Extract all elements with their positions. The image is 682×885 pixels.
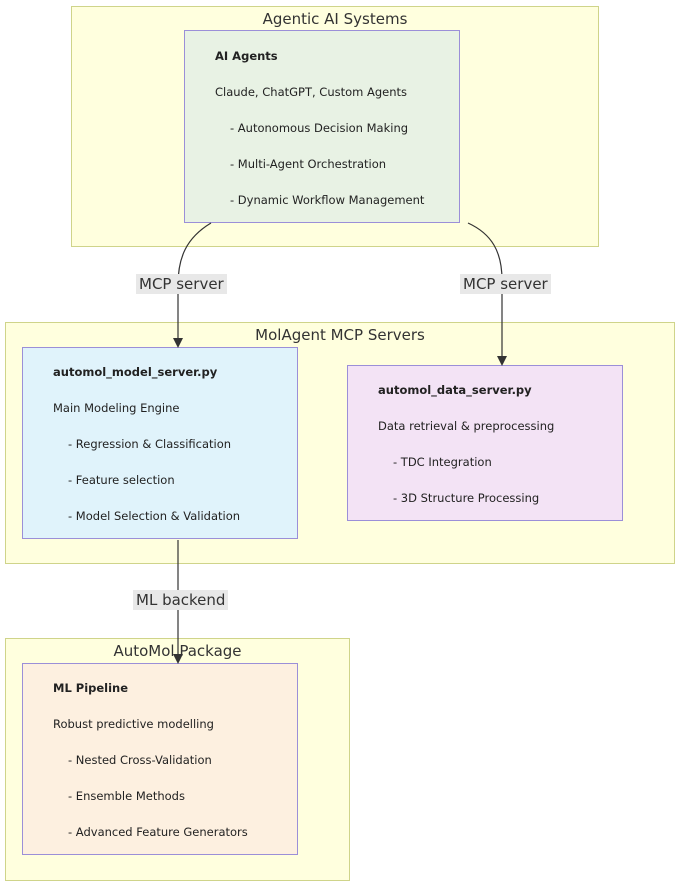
edge-label-ml-backend: ML backend — [133, 590, 229, 610]
node-item: - Nested Cross-Validation — [68, 753, 212, 767]
cluster-title-automol: AutoMol Package — [113, 642, 242, 660]
node-ml-pipeline: ML Pipeline Robust predictive modelling … — [22, 663, 298, 855]
edge-label-mcp-server-right: MCP server — [460, 274, 551, 294]
node-title: ML Pipeline — [53, 681, 129, 695]
node-subtitle: Robust predictive modelling — [53, 717, 214, 731]
node-automol-model-server: automol_model_server.py Main Modeling En… — [22, 347, 298, 539]
cluster-title-servers: MolAgent MCP Servers — [255, 326, 425, 344]
node-item: - Advanced Feature Generators — [68, 825, 248, 839]
node-ai-agents: AI Agents Claude, ChatGPT, Custom Agents… — [184, 30, 460, 223]
node-item: - 3D Structure Processing — [393, 491, 540, 505]
node-subtitle: Claude, ChatGPT, Custom Agents — [215, 85, 408, 99]
node-subtitle: Data retrieval & preprocessing — [378, 419, 555, 433]
node-item: - Ensemble Methods — [68, 789, 185, 803]
node-item: - Dynamic Workflow Management — [230, 193, 425, 207]
edge-label-mcp-server-left: MCP server — [136, 274, 227, 294]
node-title: AI Agents — [215, 49, 278, 63]
node-subtitle: Main Modeling Engine — [53, 401, 180, 415]
node-item: - Feature selection — [68, 473, 175, 487]
node-item: - Multi-Agent Orchestration — [230, 157, 387, 171]
node-item: - Regression & Classification — [68, 437, 232, 451]
node-title: automol_model_server.py — [53, 365, 218, 379]
node-item: - Autonomous Decision Making — [230, 121, 409, 135]
node-title: automol_data_server.py — [378, 383, 532, 397]
cluster-title-agentic: Agentic AI Systems — [262, 10, 408, 28]
node-automol-data-server: automol_data_server.py Data retrieval & … — [347, 365, 623, 521]
node-item: - TDC Integration — [393, 455, 492, 469]
node-item: - Model Selection & Validation — [68, 509, 241, 523]
